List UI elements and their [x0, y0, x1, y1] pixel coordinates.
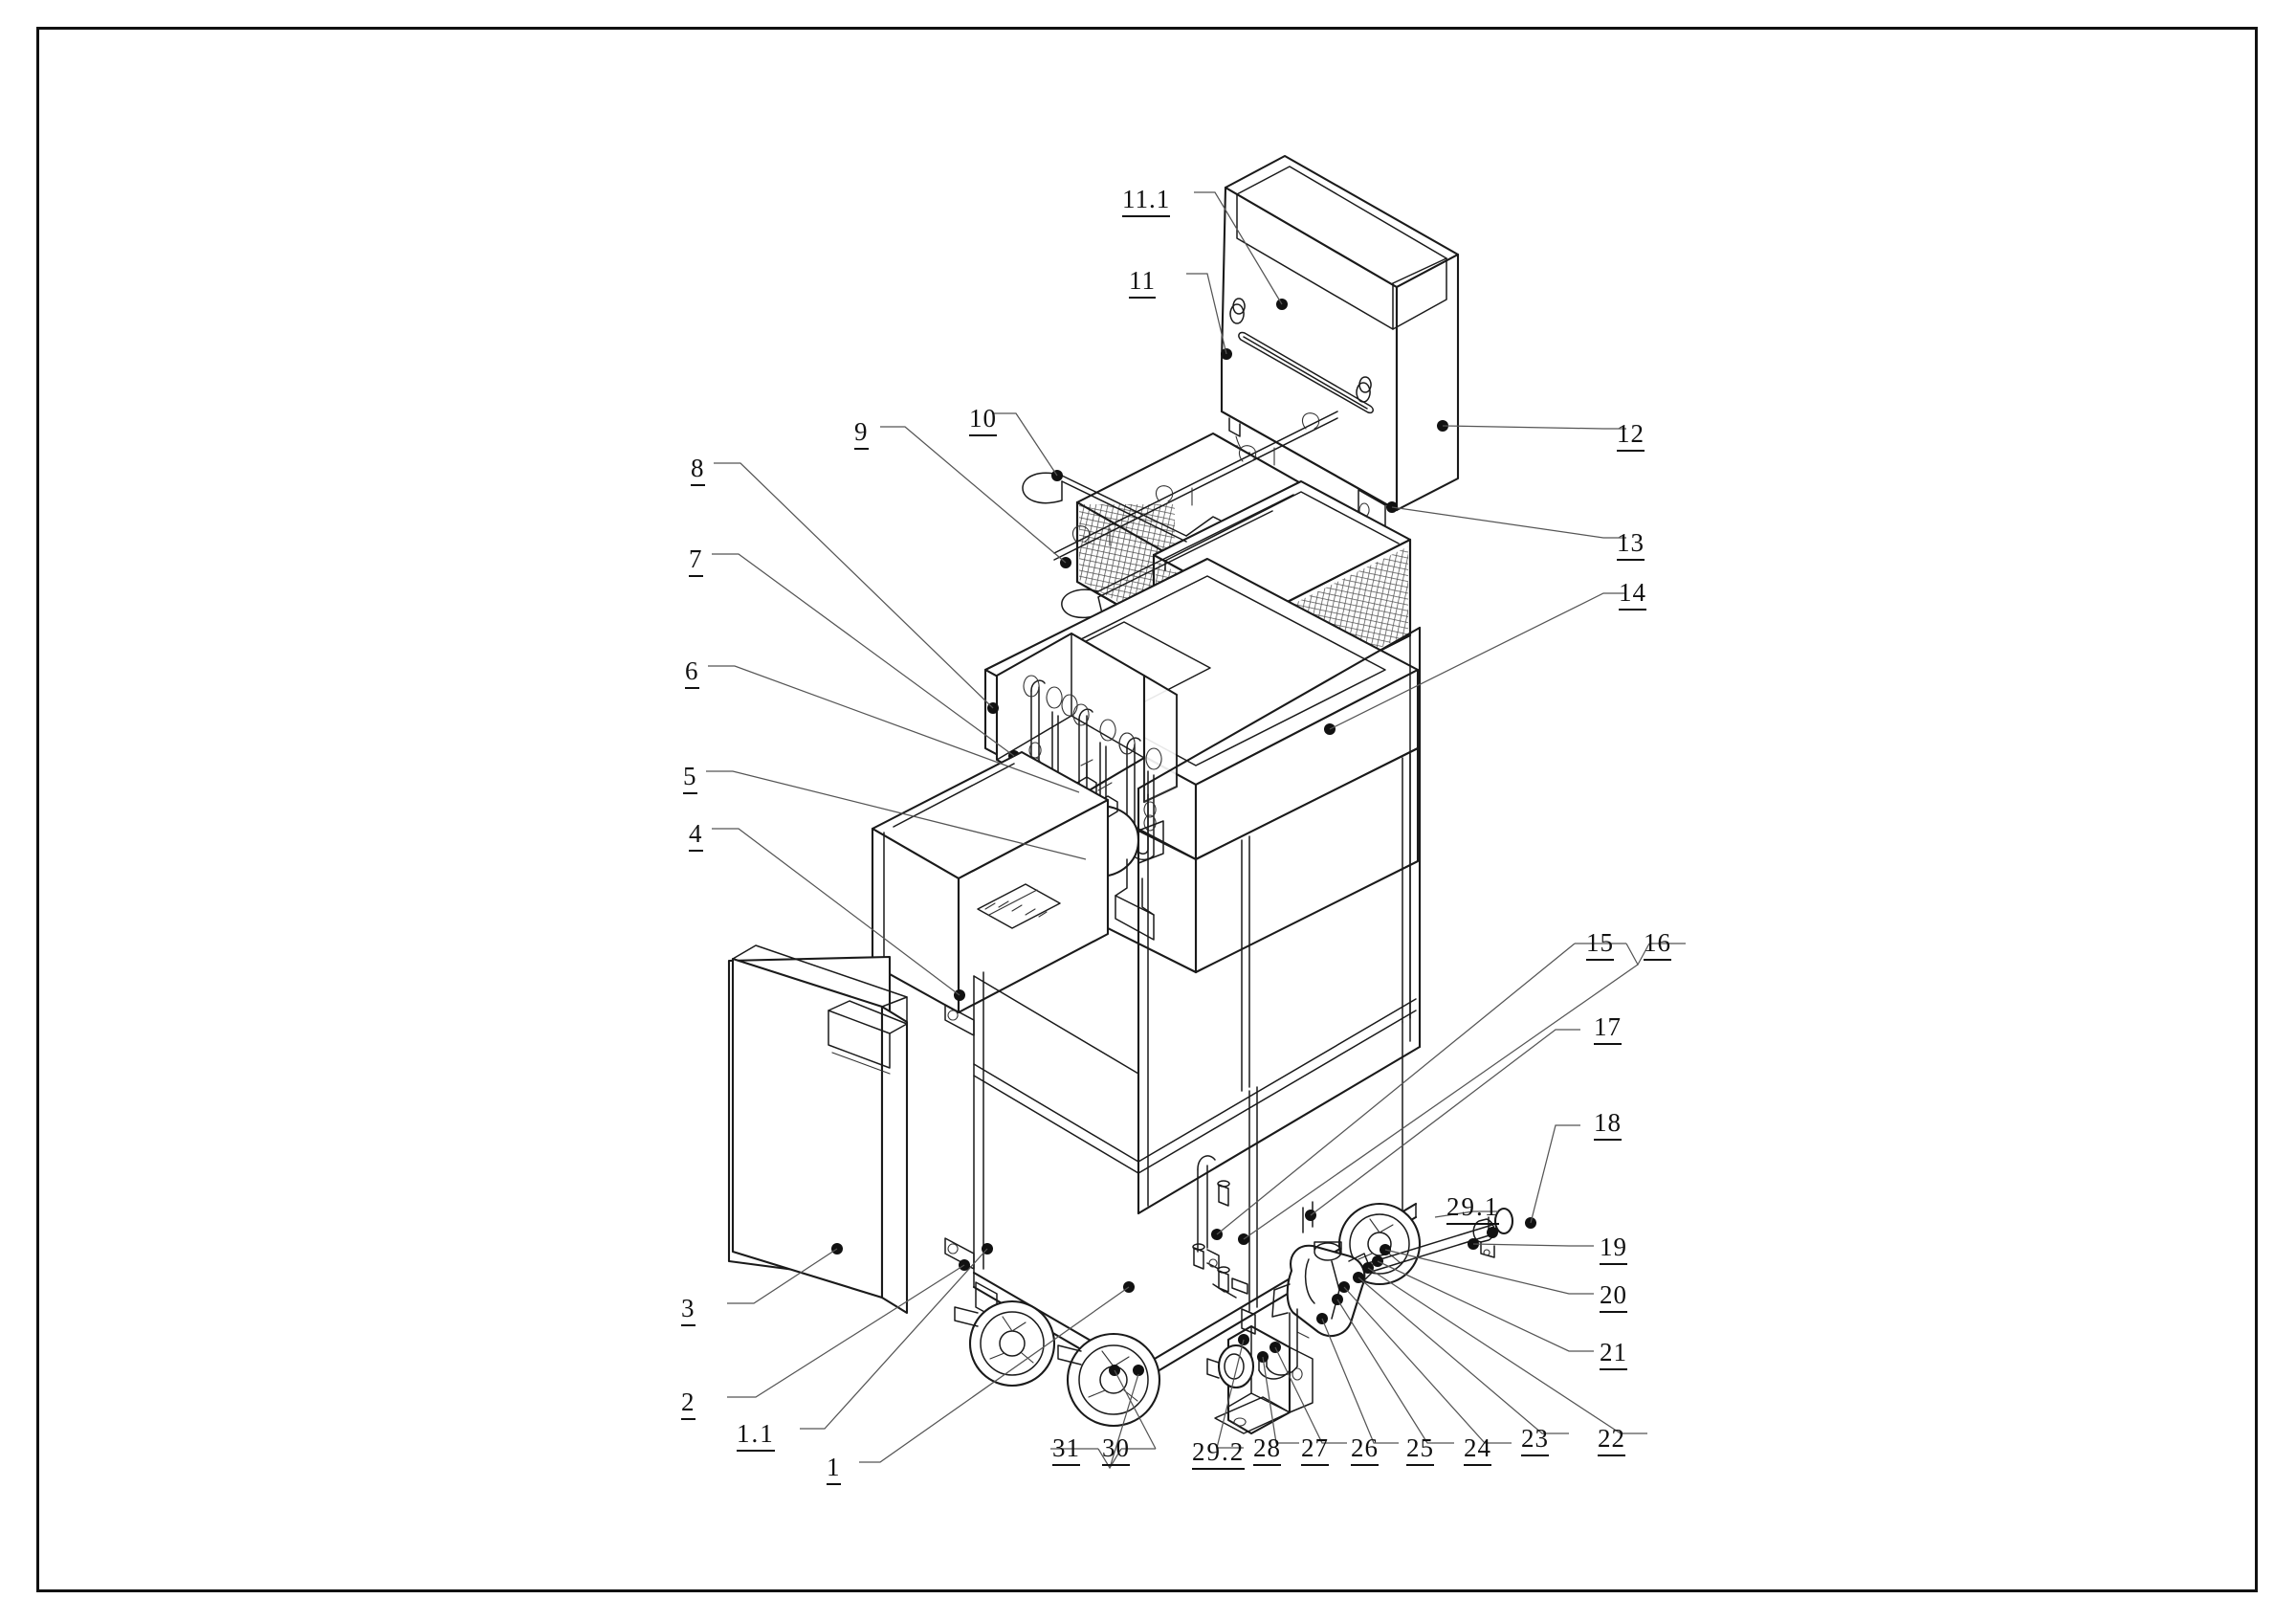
callout-20: 20: [1600, 1282, 1627, 1313]
callout-21: 21: [1600, 1340, 1627, 1370]
callout-28: 28: [1253, 1435, 1281, 1466]
control-panel-group: [871, 750, 1110, 1014]
gas-train-group: [1192, 1180, 1536, 1435]
callout-11: 11: [1129, 268, 1156, 299]
leader-lines: [706, 191, 1686, 1470]
callout-31: 31: [1052, 1435, 1080, 1466]
callout-1-1: 1.1: [737, 1421, 775, 1452]
cabinet-door-group: [727, 944, 909, 1315]
callout-26: 26: [1351, 1435, 1379, 1466]
callout-30: 30: [1102, 1435, 1130, 1466]
callout-29-1: 29.1: [1446, 1194, 1500, 1225]
callout-6: 6: [685, 658, 699, 689]
callout-14: 14: [1619, 580, 1646, 611]
callout-19: 19: [1600, 1234, 1627, 1265]
callout-18: 18: [1594, 1110, 1622, 1141]
callout-1: 1: [827, 1454, 841, 1485]
callout-5: 5: [683, 764, 697, 794]
callout-9: 9: [854, 419, 869, 450]
callout-3: 3: [681, 1296, 695, 1326]
callout-8: 8: [691, 455, 705, 486]
callout-12: 12: [1617, 421, 1645, 452]
callout-7: 7: [689, 546, 703, 577]
callout-25: 25: [1406, 1435, 1434, 1466]
callout-24: 24: [1464, 1435, 1491, 1466]
callout-2: 2: [681, 1389, 695, 1420]
callout-15: 15: [1586, 930, 1614, 961]
callout-27: 27: [1301, 1435, 1329, 1466]
caster-group: [954, 1202, 1422, 1428]
callout-10: 10: [969, 406, 997, 436]
callout-29-2: 29.2: [1192, 1439, 1246, 1470]
callout-4: 4: [689, 821, 703, 852]
callout-22: 22: [1598, 1426, 1625, 1456]
callout-17: 17: [1594, 1014, 1622, 1045]
callout-23: 23: [1521, 1426, 1549, 1456]
callout-13: 13: [1617, 530, 1645, 561]
callout-11-1: 11.1: [1122, 187, 1171, 217]
callout-16: 16: [1644, 930, 1671, 961]
